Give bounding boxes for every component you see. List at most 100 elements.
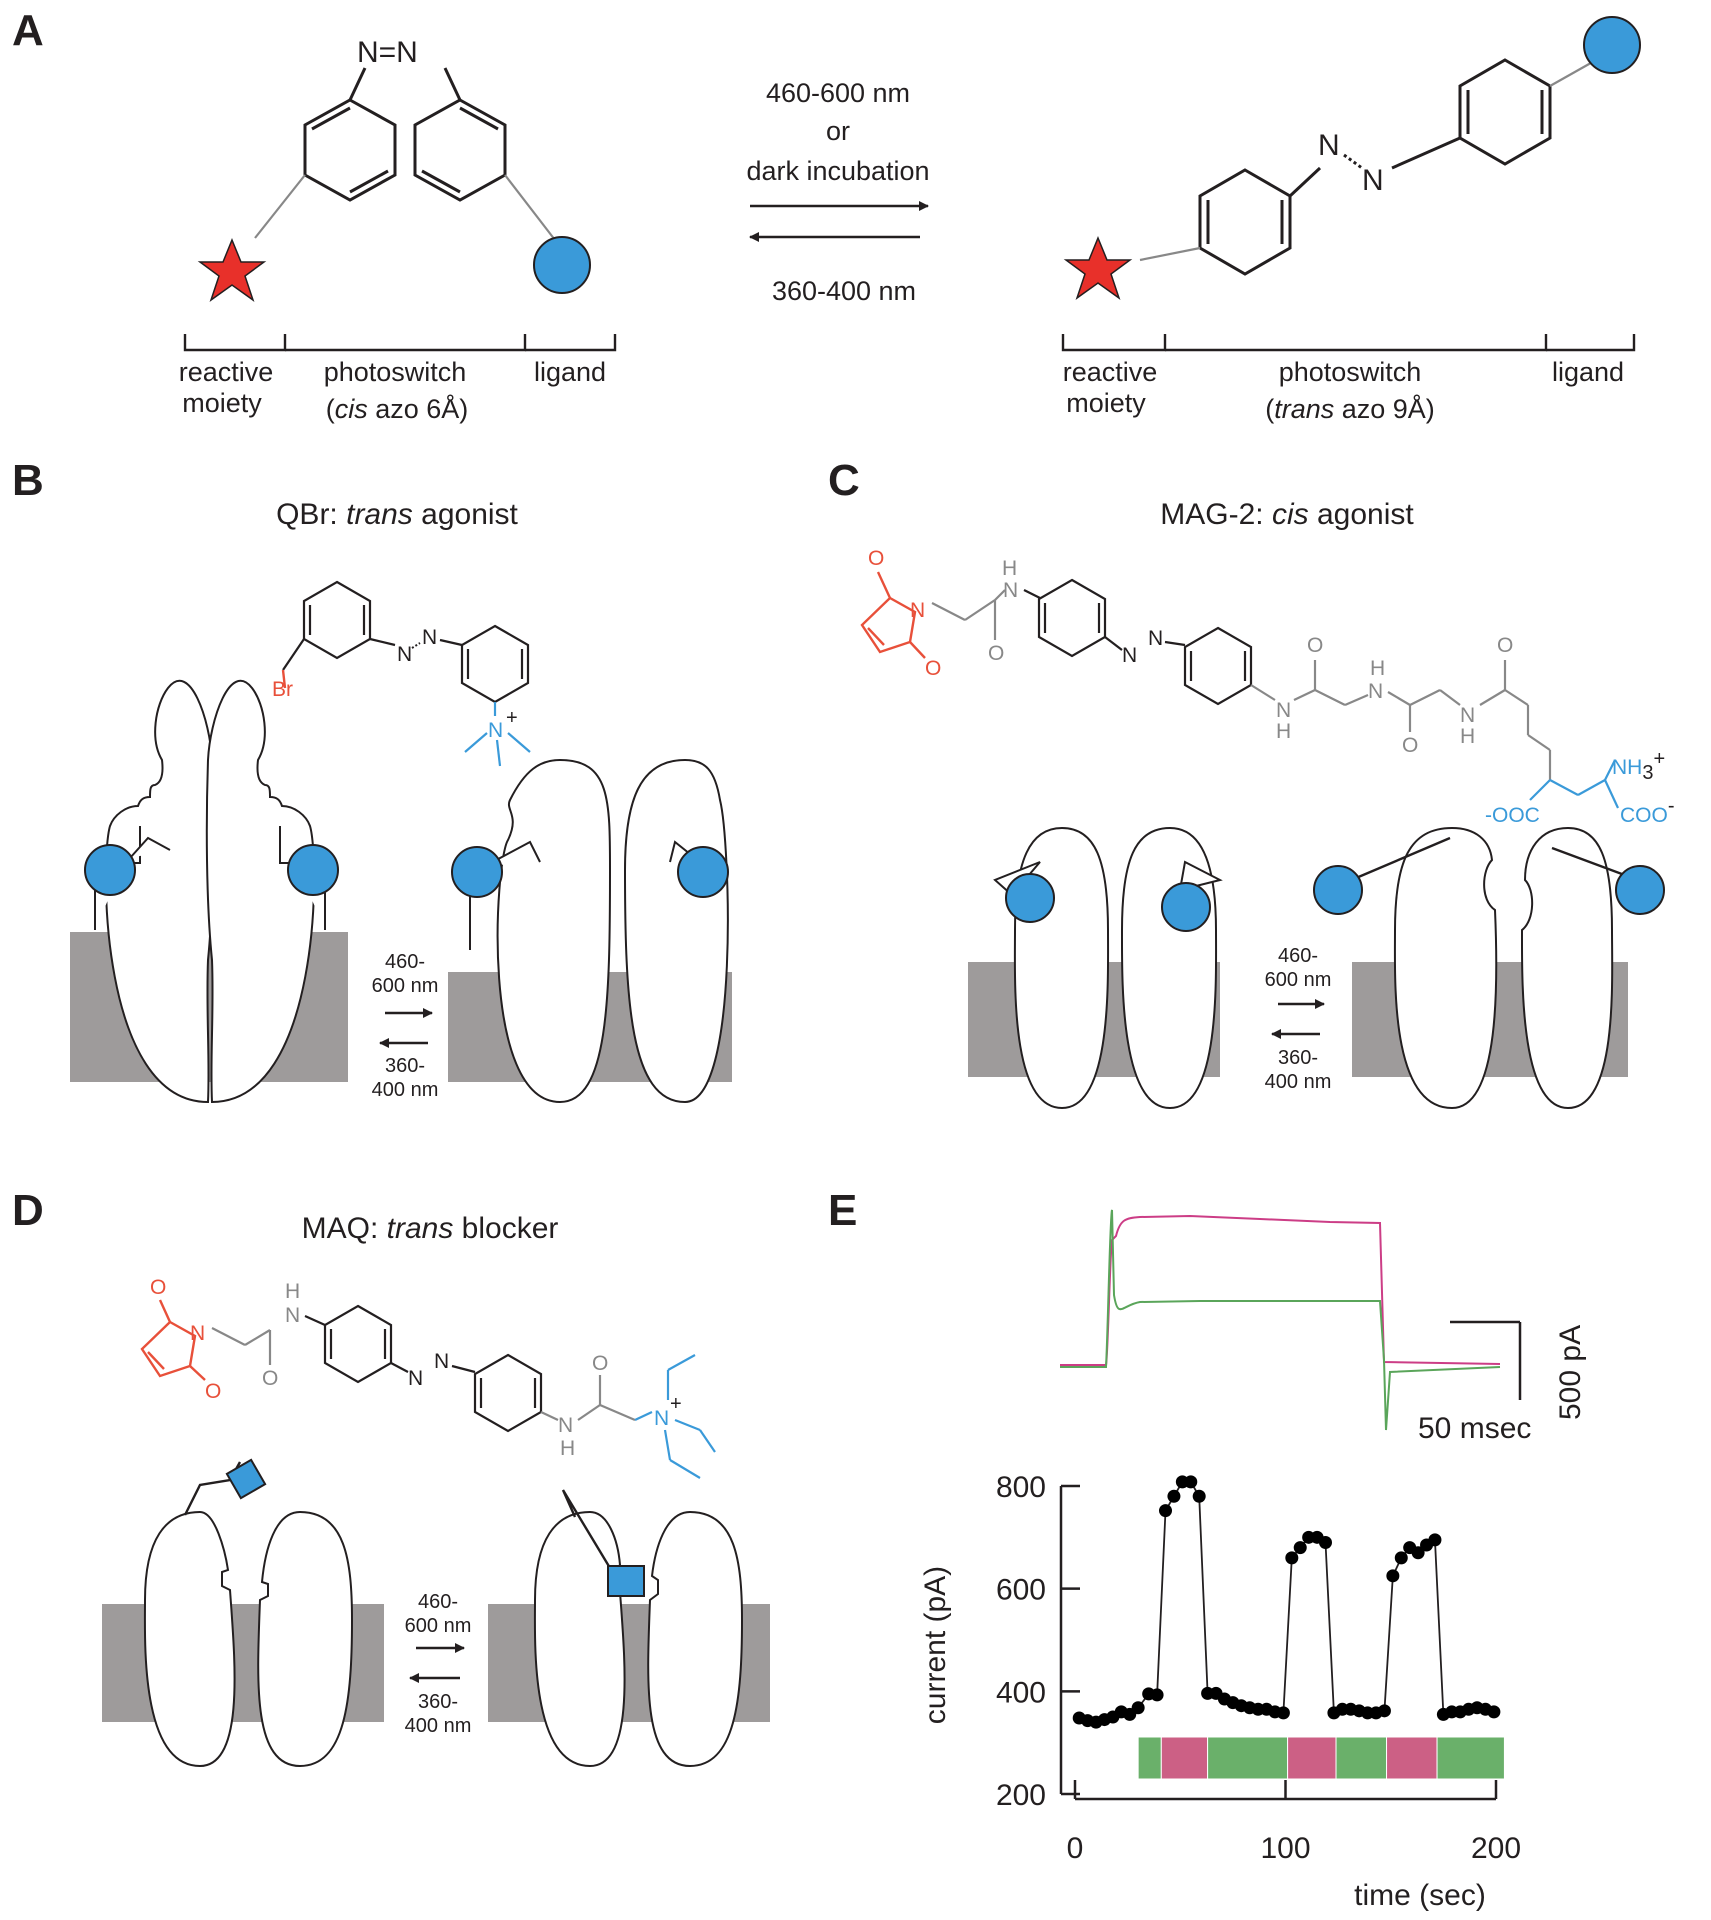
- cis-moiety-label: moiety: [182, 388, 262, 418]
- y-tick-label: 200: [996, 1779, 1046, 1812]
- data-point: [1150, 1688, 1164, 1702]
- data-point: [1276, 1706, 1290, 1720]
- panel-c-rev-label-2: 400 nm: [1265, 1071, 1332, 1093]
- cis-ring-right: [413, 98, 507, 202]
- amide-n2: N: [1276, 699, 1291, 722]
- light-period-green: [1436, 1736, 1505, 1780]
- ligand-circle-icon: [1313, 865, 1363, 915]
- x-tick-label: 0: [1067, 1832, 1084, 1865]
- bromine-atom: Br: [272, 678, 293, 701]
- azo-n2: N: [422, 626, 437, 649]
- amide-h1: H: [1002, 557, 1017, 580]
- x-axis-label: time (sec): [1354, 1879, 1486, 1912]
- maleimide-o2: O: [205, 1380, 221, 1403]
- data-point: [1428, 1533, 1442, 1547]
- trans-ring-left: [1198, 168, 1292, 276]
- amide-n2: N: [558, 1414, 573, 1437]
- series-line: [1078, 1480, 1495, 1724]
- panel-d-label: D: [12, 1186, 44, 1235]
- trans-reactive-label: reactive: [1063, 357, 1158, 387]
- amide-h2: H: [1276, 720, 1291, 743]
- panel-b: B QBr: trans agonist Br N N N +: [12, 456, 732, 1104]
- reactive-star-icon: [1063, 236, 1133, 300]
- x-tick-label: 100: [1260, 1832, 1310, 1865]
- channel-right-subunit: [623, 758, 729, 1104]
- amine-nh3: NH3+: [1612, 748, 1665, 784]
- amide-o1: O: [988, 642, 1004, 665]
- light-period-green: [1335, 1736, 1388, 1780]
- maleimide-n: N: [190, 1322, 205, 1345]
- ligand-circle-icon: [287, 844, 339, 896]
- amide-o3: O: [1402, 734, 1418, 757]
- panel-b-rev-label-2: 400 nm: [372, 1079, 439, 1101]
- panel-d-rev-label-1: 360-: [418, 1691, 458, 1713]
- amide-n1: N: [285, 1304, 300, 1327]
- panel-b-title: QBr: trans agonist: [276, 498, 518, 531]
- amide-n4: N: [1460, 704, 1475, 727]
- data-point: [1487, 1705, 1501, 1719]
- trans-ligand-label: ligand: [1552, 357, 1624, 387]
- amide-h4: H: [1460, 725, 1475, 748]
- channel-d-left: [102, 1458, 384, 1768]
- panel-d-rev-label-2: 400 nm: [405, 1715, 472, 1737]
- scale-bar-time-label: 50 msec: [1418, 1412, 1531, 1445]
- panel-a: A N=N reactive moiety photoswitch (cis: [12, 6, 1641, 424]
- panel-b-fwd-label-1: 460-: [385, 951, 425, 973]
- channel-right-subunit: [1520, 826, 1614, 1110]
- cis-ligand-label: ligand: [534, 357, 606, 387]
- data-point: [1285, 1551, 1299, 1565]
- maleimide-o2: O: [925, 657, 941, 680]
- panel-d-title: MAQ: trans blocker: [302, 1212, 559, 1245]
- scale-bar-current-label: 500 pA: [1554, 1325, 1587, 1420]
- trans-moiety-label: moiety: [1066, 388, 1146, 418]
- data-point: [1394, 1551, 1408, 1565]
- trans-ring-right: [1458, 58, 1552, 166]
- ammonium-charge: +: [670, 1393, 682, 1415]
- panel-b-fwd-label-2: 600 nm: [372, 975, 439, 997]
- ligand-circle-icon: [1161, 882, 1211, 932]
- azo-n2: N: [1148, 627, 1163, 650]
- ligand-circle-icon: [1615, 865, 1665, 915]
- forward-light-label-2: or: [826, 116, 850, 146]
- data-point: [1192, 1489, 1206, 1503]
- panel-c-fwd-label-1: 460-: [1278, 945, 1318, 967]
- light-protocol-bar: [1137, 1736, 1505, 1780]
- y-tick-label: 800: [996, 1471, 1046, 1504]
- amide-o2: O: [1307, 634, 1323, 657]
- data-point: [1184, 1475, 1198, 1489]
- trans-azo-n2: N: [1362, 164, 1384, 197]
- trans-azo-length-label: (trans azo 9Å): [1265, 393, 1435, 424]
- amide-o2: O: [592, 1352, 608, 1375]
- maleimide-o1: O: [150, 1276, 166, 1299]
- cis-azo-length-label: (cis azo 6Å): [326, 393, 469, 424]
- light-period-green: [1207, 1736, 1289, 1780]
- channel-b-left: [70, 679, 348, 1104]
- azo-n1: N: [408, 1367, 423, 1390]
- qbr-structure: Br N N N +: [272, 580, 531, 767]
- panel-a-label: A: [12, 6, 44, 55]
- y-tick-label: 600: [996, 1574, 1046, 1607]
- ammonium-n: N: [654, 1407, 669, 1430]
- light-period-pink: [1386, 1736, 1438, 1780]
- ligand-circle-icon: [451, 846, 503, 898]
- forward-light-label-1: 460-600 nm: [766, 78, 910, 108]
- light-period-pink: [1287, 1736, 1337, 1780]
- channel-left-subunit: [143, 1510, 236, 1768]
- cis-azo-label: N=N: [357, 36, 418, 69]
- channel-right-subunit: [647, 1510, 744, 1768]
- panel-c-fwd-label-2: 600 nm: [1265, 969, 1332, 991]
- panel-e-label: E: [828, 1186, 857, 1235]
- data-point: [1167, 1489, 1181, 1503]
- y-axis-label: current (pA): [919, 1566, 952, 1724]
- cis-ring-left: [303, 98, 397, 202]
- panel-d-fwd-label-1: 460-: [418, 1591, 458, 1613]
- data-point: [1411, 1546, 1425, 1560]
- channel-left-subunit: [1393, 826, 1498, 1110]
- scale-bar: 50 msec 500 pA: [1418, 1320, 1587, 1445]
- reactive-star-icon: [197, 238, 267, 302]
- equilibrium-arrows: 460-600 nm or dark incubation 360-400 nm: [746, 78, 929, 306]
- ligand-circle-icon: [84, 844, 136, 896]
- cis-azobenzene: N=N: [197, 36, 591, 302]
